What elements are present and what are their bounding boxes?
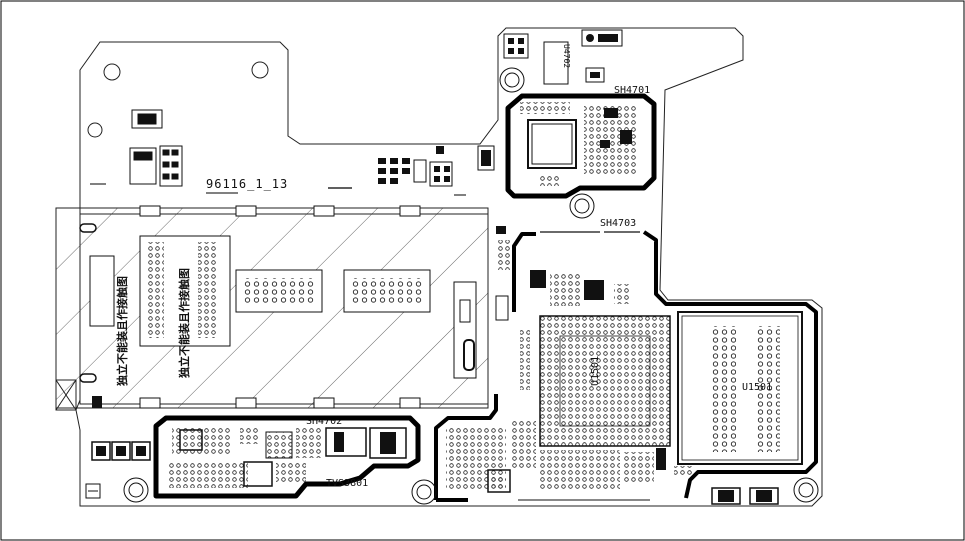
connector-note-left: 独立不能装且作接触图	[115, 276, 129, 387]
mid-top-components	[378, 145, 495, 187]
soc-main: U1501	[495, 226, 671, 447]
sh4702-shield	[153, 415, 421, 499]
board-outline	[75, 27, 823, 507]
sh4701-contents	[520, 102, 638, 186]
mounting-holes	[87, 61, 269, 138]
lower-right-components	[674, 466, 819, 505]
memory-ic: U1501	[677, 311, 803, 465]
sh4702-contents	[168, 426, 407, 488]
sh4701-label: SH4701	[614, 85, 650, 96]
bottom-left-components	[85, 396, 151, 503]
tvs3801-label: TVS3801	[326, 478, 368, 489]
connector-area: 独立不能装且作接触图 独立不能装且作接触图	[55, 205, 489, 411]
connector-note-right: 独立不能装且作接触图	[177, 268, 191, 379]
u4702-label: U4702	[562, 44, 571, 68]
sh4702-label: SH4702	[306, 416, 342, 427]
top-left-components	[129, 109, 183, 187]
u4702-component: U4702	[499, 29, 623, 93]
memory-ic-label: U1501	[742, 382, 772, 393]
sh4703-shield	[434, 230, 818, 502]
board-number-label: 96116_1_13	[206, 177, 288, 191]
sh4703-label: SH4703	[600, 218, 636, 229]
soc-label: U1501	[590, 356, 601, 386]
hole-sh4701	[569, 193, 595, 219]
lower-center-components	[411, 420, 666, 505]
sh4701-shield	[505, 93, 657, 199]
